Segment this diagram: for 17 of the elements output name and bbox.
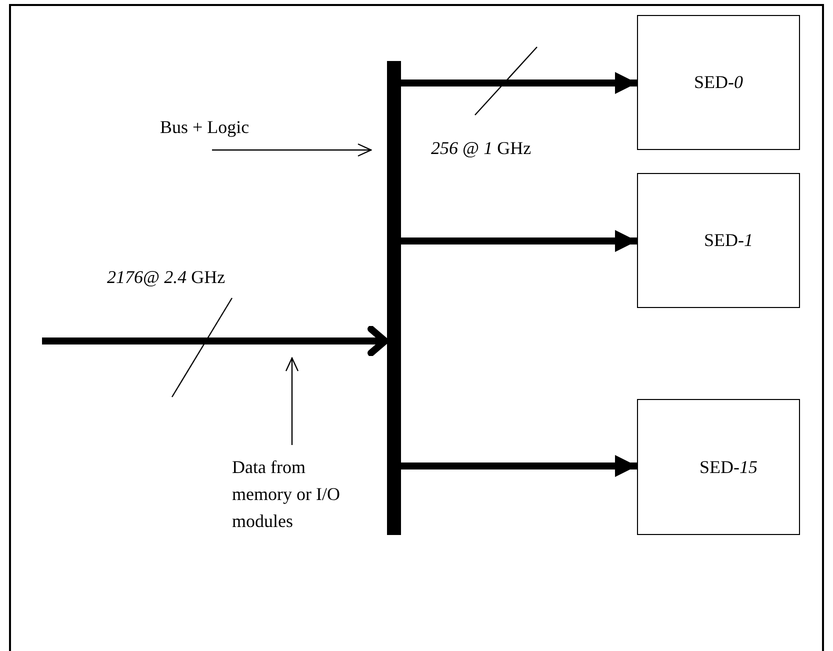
sed-box bbox=[637, 15, 800, 150]
bus-bar bbox=[387, 61, 401, 535]
bus-width-label: 256 @ 1 GHz bbox=[431, 138, 532, 159]
bus-arrow bbox=[401, 455, 637, 477]
bus-arrow bbox=[42, 326, 388, 356]
leader-arrow bbox=[212, 143, 372, 157]
box-label: SED-1 bbox=[704, 230, 753, 251]
bus-width-label: 2176@ 2.4 GHz bbox=[107, 267, 226, 288]
bus-arrow bbox=[401, 230, 637, 252]
bus-arrow bbox=[401, 72, 637, 94]
data-source-note: Data from memory or I/O modules bbox=[232, 454, 350, 536]
sed-box bbox=[637, 399, 800, 535]
sed-box bbox=[637, 173, 800, 308]
box-label: SED-15 bbox=[700, 456, 758, 478]
box-label: SED-0 bbox=[694, 72, 743, 93]
leader-arrow bbox=[285, 357, 299, 445]
bus-logic-label: Bus + Logic bbox=[160, 114, 280, 140]
